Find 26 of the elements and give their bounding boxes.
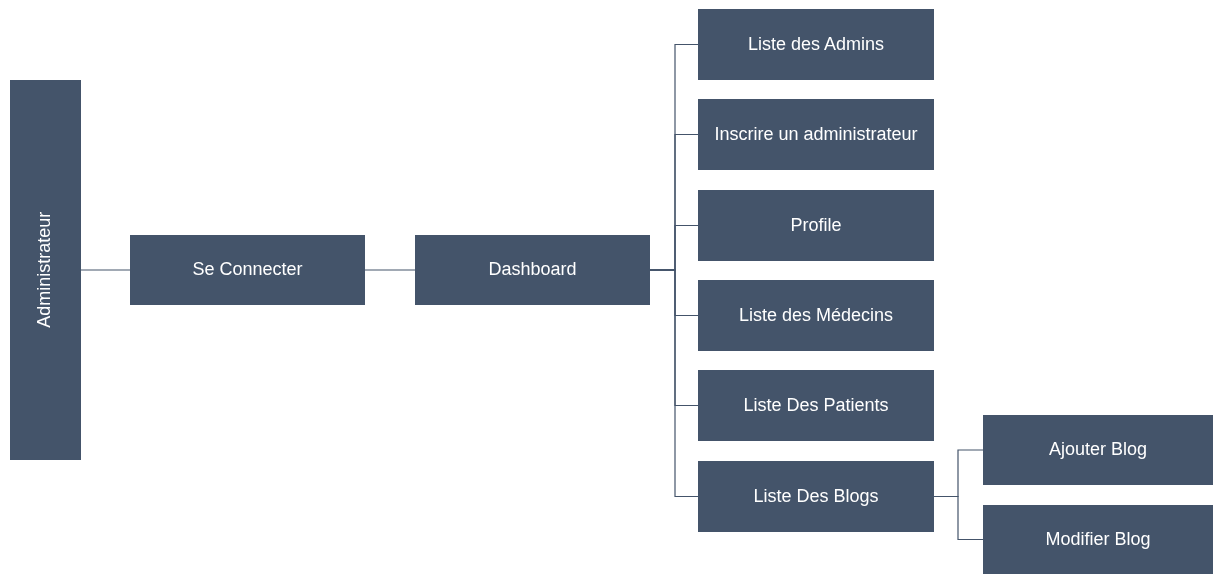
connector-line xyxy=(933,495,984,541)
connector-line xyxy=(649,269,699,498)
box-label: Liste des Médecins xyxy=(738,303,894,327)
box-label: Liste des Admins xyxy=(747,32,885,56)
box-label: Dashboard xyxy=(488,258,577,282)
process-box xyxy=(130,235,365,305)
box-label: Ajouter Blog xyxy=(1048,438,1148,462)
process-box xyxy=(983,415,1213,485)
connector-line xyxy=(364,269,416,271)
process-box xyxy=(698,99,934,170)
box-label: Liste Des Patients xyxy=(743,393,889,417)
process-box xyxy=(698,461,934,532)
process-box xyxy=(415,235,650,305)
box-label: Inscrire un administrateur xyxy=(714,122,918,146)
process-box xyxy=(983,505,1213,574)
process-box xyxy=(698,190,934,261)
process-box xyxy=(10,80,81,460)
box-label: Se Connecter xyxy=(192,258,303,282)
box-label: Modifier Blog xyxy=(1045,527,1151,551)
process-box xyxy=(698,370,934,441)
connector-line xyxy=(80,269,131,271)
box-label: Administrateur xyxy=(33,211,56,328)
box-label: Profile xyxy=(790,213,842,237)
box-label: Liste Des Blogs xyxy=(753,484,879,508)
process-box xyxy=(698,280,934,351)
process-box xyxy=(698,9,934,80)
